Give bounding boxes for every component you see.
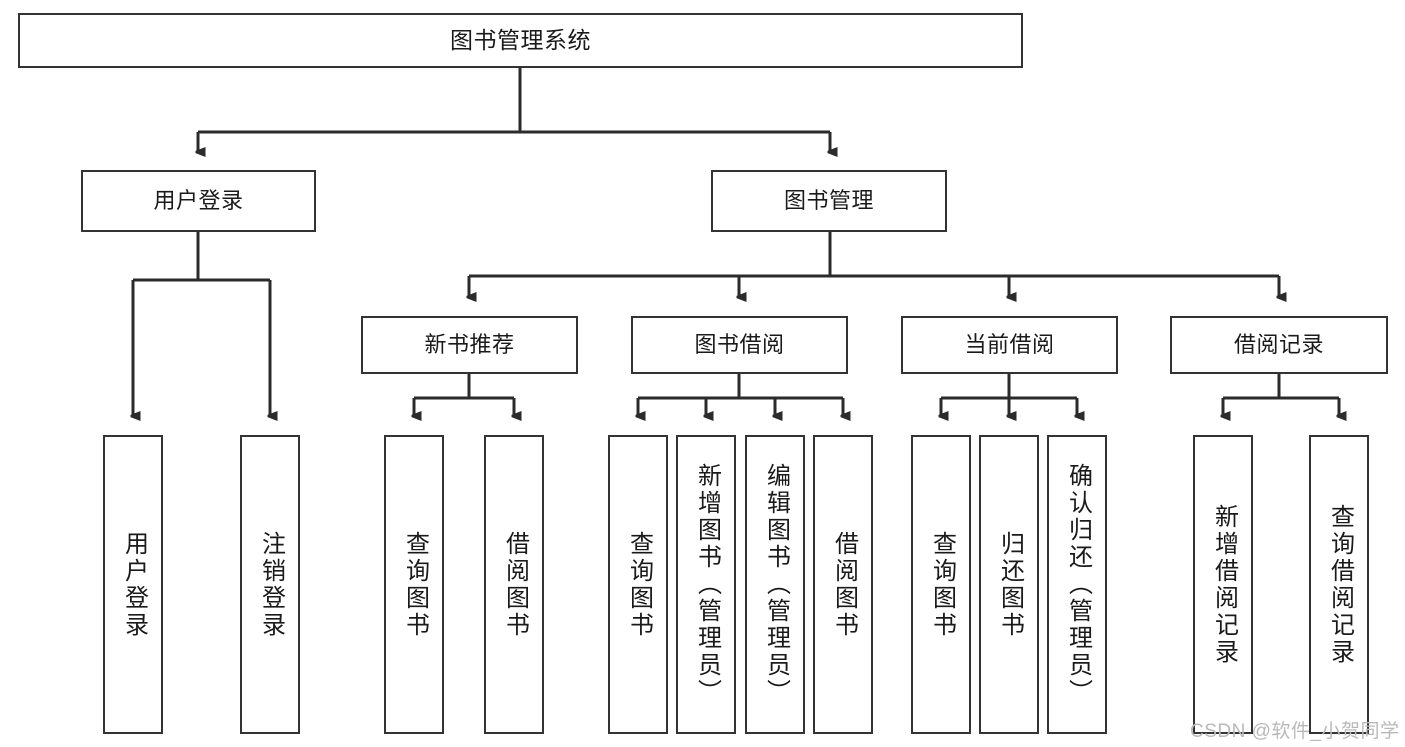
node-borrow-record[interactable]: 借阅记录 <box>1170 316 1388 374</box>
node-leaf-query-record[interactable]: 查询借阅记录 <box>1309 435 1369 734</box>
node-leaf-query-book-1-label: 查询图书 <box>401 530 429 639</box>
node-root[interactable]: 图书管理系统 <box>18 13 1023 68</box>
node-leaf-query-book-2[interactable]: 查询图书 <box>608 435 668 734</box>
node-book-manage[interactable]: 图书管理 <box>711 170 947 232</box>
node-book-manage-label: 图书管理 <box>783 188 874 214</box>
node-book-borrow-label: 图书借阅 <box>694 332 785 358</box>
node-new-book-recommend-label: 新书推荐 <box>424 332 515 358</box>
node-current-borrow[interactable]: 当前借阅 <box>901 316 1118 374</box>
node-leaf-edit-book[interactable]: 编辑图书（管理员） <box>745 435 805 734</box>
node-new-book-recommend[interactable]: 新书推荐 <box>361 316 578 374</box>
node-root-label: 图书管理系统 <box>450 26 591 53</box>
node-leaf-borrow-book-2[interactable]: 借阅图书 <box>813 435 873 734</box>
node-leaf-logout-label: 注销登录 <box>257 530 285 639</box>
node-leaf-confirm-return[interactable]: 确认归还（管理员） <box>1047 435 1107 734</box>
node-leaf-borrow-book-1-label: 借阅图书 <box>501 530 529 639</box>
node-leaf-borrow-book-1[interactable]: 借阅图书 <box>484 435 544 734</box>
node-leaf-confirm-return-label: 确认归还（管理员） <box>1064 463 1092 706</box>
node-leaf-logout[interactable]: 注销登录 <box>240 435 300 734</box>
node-leaf-edit-book-label: 编辑图书（管理员） <box>762 463 790 706</box>
node-book-borrow[interactable]: 图书借阅 <box>631 316 848 374</box>
node-current-borrow-label: 当前借阅 <box>964 332 1055 358</box>
node-leaf-query-book-1[interactable]: 查询图书 <box>384 435 444 734</box>
node-leaf-add-book-label: 新增图书（管理员） <box>693 463 721 706</box>
node-leaf-query-record-label: 查询借阅记录 <box>1326 503 1354 666</box>
node-borrow-record-label: 借阅记录 <box>1233 332 1324 358</box>
node-leaf-user-login-label: 用户登录 <box>120 530 148 639</box>
node-user-login[interactable]: 用户登录 <box>81 170 316 232</box>
node-leaf-add-book[interactable]: 新增图书（管理员） <box>676 435 736 734</box>
node-leaf-user-login[interactable]: 用户登录 <box>103 435 163 734</box>
node-leaf-query-book-3[interactable]: 查询图书 <box>911 435 971 734</box>
node-user-login-label: 用户登录 <box>153 188 244 214</box>
node-leaf-add-record-label: 新增借阅记录 <box>1210 503 1238 666</box>
node-leaf-add-record[interactable]: 新增借阅记录 <box>1193 435 1253 734</box>
csdn-watermark: CSDN @软件_小贺同学 <box>1190 721 1400 742</box>
node-leaf-query-book-2-label: 查询图书 <box>625 530 653 639</box>
node-leaf-return-book-label: 归还图书 <box>996 530 1024 639</box>
node-leaf-borrow-book-2-label: 借阅图书 <box>830 530 858 639</box>
node-leaf-return-book[interactable]: 归还图书 <box>979 435 1039 734</box>
node-leaf-query-book-3-label: 查询图书 <box>928 530 956 639</box>
